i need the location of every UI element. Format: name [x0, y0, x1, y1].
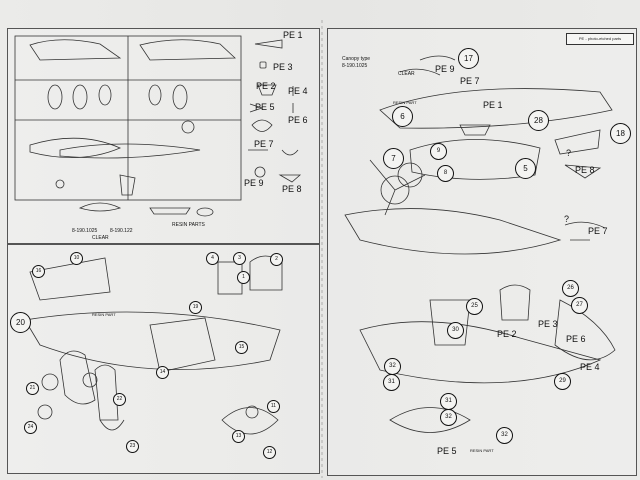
callout-2: 2: [270, 253, 283, 266]
callout-11: 11: [267, 400, 280, 413]
callout-31a: 31: [383, 374, 400, 391]
label-pe1-right: PE 1: [483, 100, 503, 110]
callout-24: 24: [24, 421, 37, 434]
propeller-hub: [380, 175, 410, 205]
callout-26: 26: [562, 280, 579, 297]
callout-4: 4: [206, 252, 219, 265]
label-pe6: PE 6: [288, 115, 308, 125]
callout-28: 28: [528, 110, 549, 131]
callout-17: 17: [458, 48, 479, 69]
canopy-clear: CLEAR: [398, 71, 415, 77]
canopy-type-line2: 8-190.1025: [342, 63, 368, 69]
callout-14: 14: [156, 366, 169, 379]
wing-assembly: [344, 208, 562, 255]
resin-part-label-top: RESIN PART: [393, 100, 417, 105]
callout-22: 22: [113, 393, 126, 406]
callout-9: 9: [430, 143, 447, 160]
callout-12: 12: [263, 446, 276, 459]
fuselage: [379, 88, 613, 129]
callout-15: 15: [235, 341, 248, 354]
callout-7: 7: [383, 148, 404, 169]
label-pe2: PE 2: [256, 81, 276, 91]
callout-27: 27: [571, 297, 588, 314]
callout-32b: 32: [440, 409, 457, 426]
callout-29: 29: [554, 373, 571, 390]
label-pe5: PE 5: [255, 102, 275, 112]
callout-30: 30: [447, 322, 464, 339]
sprue-clear: CLEAR: [92, 235, 109, 241]
callout-31b: 31: [440, 393, 457, 410]
callout-1: 1: [237, 271, 250, 284]
sprue-code-1: 8-190.1025: [72, 228, 98, 234]
label-pe9-right: PE 9: [435, 64, 455, 74]
label-pe6-right: PE 6: [566, 334, 586, 344]
resin-part-label-bottom: RESIN PART: [470, 448, 494, 453]
resin-part-label-left: RESIN PART: [92, 312, 116, 317]
wing-left-half: [29, 257, 111, 301]
label-pe3: PE 3: [273, 62, 293, 72]
fuselage-assembly-panel: [327, 28, 637, 476]
canopy-type-line1: Canopy type: [342, 56, 371, 62]
callout-32a: 32: [384, 358, 401, 375]
callout-21: 21: [26, 382, 39, 395]
legend-box: PE - photo-etched parts: [566, 33, 634, 45]
label-pe7: PE 7: [254, 139, 274, 149]
callout-8: 8: [437, 165, 454, 182]
callout-32c: 32: [496, 427, 513, 444]
callout-16: 16: [32, 265, 45, 278]
question-mark-1: ?: [566, 148, 572, 158]
label-pe9: PE 9: [244, 178, 264, 188]
label-pe7-inset: PE 7: [588, 226, 608, 236]
wheel: [397, 162, 423, 188]
sprue-code-2: 8-190.122: [110, 228, 133, 234]
callout-13: 13: [232, 430, 245, 443]
lower-wing: [24, 311, 281, 371]
callout-25: 25: [466, 298, 483, 315]
callout-19: 19: [189, 301, 202, 314]
wing-assembly-panel: [7, 244, 320, 474]
callout-18: 18: [610, 123, 631, 144]
label-pe1: PE 1: [283, 30, 303, 40]
sprue-resin-parts: RESIN PARTS: [172, 222, 205, 228]
callout-3: 3: [233, 252, 246, 265]
label-pe3-right: PE 3: [538, 319, 558, 329]
label-pe4-right: PE 4: [580, 362, 600, 372]
callout-6: 6: [392, 106, 413, 127]
callout-10: 10: [70, 252, 83, 265]
label-pe4: PE 4: [288, 86, 308, 96]
label-pe8-right: PE 8: [575, 165, 595, 175]
callout-20: 20: [10, 312, 31, 333]
label-pe7-right: PE 7: [460, 76, 480, 86]
label-pe8: PE 8: [282, 184, 302, 194]
label-pe2-right: PE 2: [497, 329, 517, 339]
question-mark-2: ?: [564, 214, 570, 224]
label-pe5-right: PE 5: [437, 446, 457, 456]
callout-23: 23: [126, 440, 139, 453]
callout-5: 5: [515, 158, 536, 179]
